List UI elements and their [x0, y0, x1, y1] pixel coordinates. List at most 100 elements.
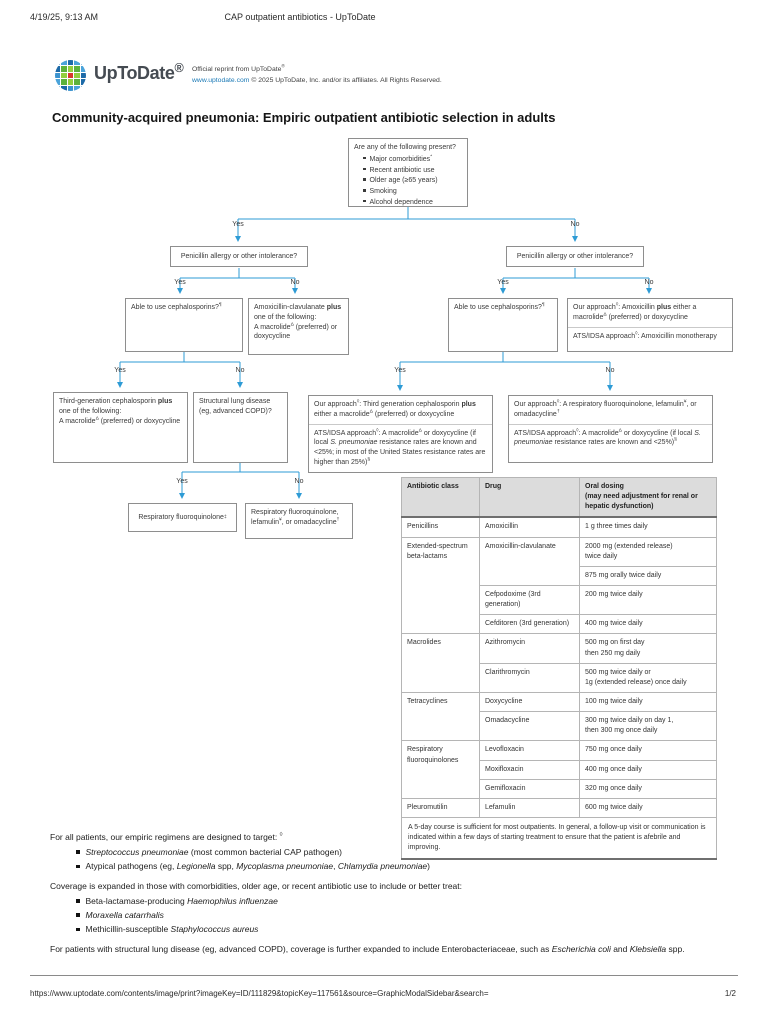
cell-drug: Cefditoren (3rd generation)	[479, 614, 580, 635]
page-title: Community-acquired pneumonia: Empiric ou…	[52, 110, 556, 125]
cell-dose: 400 mg once daily	[579, 759, 717, 780]
table-row: Respiratory fluoroquinolones Levofloxaci…	[401, 740, 717, 799]
print-timestamp: 4/19/25, 9:13 AM	[30, 12, 99, 22]
node-penicillin-allergy-left: Penicillin allergy or other intolerance?	[170, 246, 308, 267]
bullet-text: Alcohol dependence	[369, 198, 433, 206]
cell-dose: 750 mg once daily	[579, 740, 717, 761]
col-header-antibiotic-class: Antibiotic class	[401, 477, 480, 519]
cell-class: Extended-spectrum beta-lactams	[401, 536, 480, 635]
branch-label-yes: Yes	[176, 478, 188, 485]
bullet-text: Atypical pathogens (eg, Legionella spp, …	[85, 861, 431, 871]
cell-dose: 300 mg twice daily on day 1, then 300 mg…	[579, 711, 717, 742]
cell-drug: Clarithromycin	[479, 662, 580, 693]
bullet-text: Older age (≥65 years)	[369, 177, 438, 185]
footer-url: https://www.uptodate.com/contents/image/…	[30, 989, 489, 998]
cell-class: Macrolides	[401, 633, 480, 693]
list-item: Recent antibiotic use	[363, 166, 462, 176]
table-row: Cefditoren (3rd generation) 400 mg twice…	[402, 614, 717, 635]
ats-idsa-row: ATS/IDSA approach◊: Amoxicillin monother…	[568, 326, 732, 346]
flowchart-connectors	[117, 207, 652, 499]
table-row: Gemifloxacin 320 mg once daily	[402, 778, 717, 799]
table-row: Extended-spectrum beta-lactams Amoxicill…	[401, 536, 717, 635]
cell-dose: 100 mg twice daily	[579, 691, 717, 713]
branch-label-no: No	[235, 367, 245, 374]
table-row: Penicillins Amoxicillin 1 g three times …	[401, 516, 717, 538]
antibiotic-dosing-table: Antibiotic class Drug Oral dosing (may n…	[401, 477, 717, 861]
node-third-gen-cephalosporin: Third-generation cephalosporin plus one …	[53, 392, 188, 463]
cell-class: Tetracyclines	[401, 691, 480, 742]
cell-drug: Amoxicillin	[479, 516, 580, 538]
table-row: Macrolides Azithromycin 500 mg on first …	[401, 633, 717, 693]
cell-drug: Gemifloxacin	[479, 778, 580, 799]
node-amoxicillin-clavulanate: Amoxicillin-clavulanate plus one of the …	[248, 298, 349, 355]
list-item: Alcohol dependence	[363, 198, 462, 208]
list-item: Older age (≥65 years)	[363, 176, 462, 186]
cell-dose: 320 mg once daily	[579, 778, 717, 799]
node-root-bullets: Major comorbidities* Recent antibiotic u…	[355, 155, 462, 208]
footer-page-number: 1/2	[724, 989, 736, 998]
cell-drug: Azithromycin	[479, 633, 580, 664]
list-item: Atypical pathogens (eg, Legionella spp, …	[76, 860, 740, 873]
cell-drug: Levofloxacin	[479, 740, 580, 761]
branch-label-yes: Yes	[114, 367, 126, 374]
reprint-copyright: © 2025 UpToDate, Inc. and/or its affilia…	[249, 77, 442, 85]
node-able-cephalosporins-right: Able to use cephalosporins?¶	[448, 298, 558, 352]
cell-dose: 400 mg twice daily	[579, 614, 717, 635]
node-penicillin-allergy-right: Penicillin allergy or other intolerance?	[506, 246, 644, 267]
uptodate-link[interactable]: www.uptodate.com	[192, 77, 250, 85]
our-approach-row: Our approach◊: Amoxicillin plus either a…	[573, 302, 697, 321]
branch-label-yes: Yes	[497, 279, 509, 286]
branch-label-no: No	[605, 367, 615, 374]
cell-drug: Lefamulin	[479, 797, 580, 818]
our-approach-row: Our approach◊: Third generation cephalos…	[314, 399, 476, 418]
cell-dose: 1 g three times daily	[579, 516, 717, 538]
list-item: Beta-lactamase-producing Haemophilus inf…	[76, 895, 740, 908]
cell-drug: Cefpodoxime (3rd generation)	[479, 584, 580, 616]
footer-divider	[30, 975, 738, 976]
ats-idsa-row: ATS/IDSA approach◊: A macrolideΔ or doxy…	[509, 423, 712, 453]
coverage-list: Beta-lactamase-producing Haemophilus inf…	[50, 895, 740, 936]
cell-class: Penicillins	[401, 516, 480, 538]
reprint-line2: www.uptodate.com © 2025 UpToDate, Inc. a…	[192, 75, 442, 86]
branch-label-no: No	[570, 221, 580, 228]
cell-dose: 500 mg on first day then 250 mg daily	[579, 633, 717, 664]
bullet-text: Smoking	[369, 188, 397, 196]
bullet-text: Methicillin-susceptible Staphylococcus a…	[85, 924, 259, 934]
cell-drug: Amoxicillin-clavulanate	[479, 536, 580, 586]
table-row: Pleuromutilin Lefamulin 600 mg twice dai…	[401, 797, 717, 818]
branch-label-no: No	[644, 279, 654, 286]
node-structural-lung-disease: Structural lung disease (eg, advanced CO…	[193, 392, 288, 463]
brand-name: UpToDate®	[94, 61, 184, 83]
table-row: Tetracyclines Doxycycline 100 mg twice d…	[401, 691, 717, 742]
bullet-text: Major comorbidities*	[369, 154, 433, 163]
col-header-drug: Drug	[479, 477, 580, 519]
cell-drug: Doxycycline	[479, 691, 580, 713]
bullet-text: Recent antibiotic use	[369, 166, 435, 174]
print-header-title: CAP outpatient antibiotics - UpToDate	[224, 12, 376, 22]
cell-drug: Moxifloxacin	[479, 759, 580, 780]
node-amoxicillin-approaches: Our approach◊: Amoxicillin plus either a…	[567, 298, 733, 352]
reprint-line1: Official reprint from UpToDate®	[192, 64, 285, 73]
list-item: Methicillin-susceptible Staphylococcus a…	[76, 923, 740, 936]
cell-dose: 500 mg twice daily or 1g (extended relea…	[579, 662, 717, 693]
node-respiratory-fluoroquinolone: Respiratory fluoroquinolone‡	[128, 503, 237, 532]
branch-label-yes: Yes	[174, 279, 186, 286]
target-paragraph: For all patients, our empiric regimens a…	[50, 832, 283, 842]
node-fluoroquinolone-lefamulin-omadacycline: Respiratory fluoroquinolone, lefamulin¥,…	[245, 503, 353, 539]
branch-label-no: No	[294, 478, 304, 485]
node-root-question: Are any of the following present? Major …	[348, 138, 468, 207]
cell-dose: 200 mg twice daily	[579, 584, 717, 616]
coverage-paragraph: Coverage is expanded in those with comor…	[50, 880, 463, 891]
node-fluoroquinolone-approaches: Our approach◊: A respiratory fluoroquino…	[508, 395, 713, 463]
branch-label-yes: Yes	[232, 221, 244, 228]
bullet-text: Moraxella catarrhalis	[85, 909, 164, 920]
table-row: Moxifloxacin 400 mg once daily	[402, 759, 717, 780]
cell-dose: 2000 mg (extended release) twice daily	[579, 536, 717, 567]
structural-paragraph: For patients with structural lung diseas…	[50, 943, 685, 954]
col-header-dose: Oral dosing (may need adjustment for ren…	[579, 477, 717, 519]
table-row: Cefpodoxime (3rd generation) 200 mg twic…	[402, 584, 717, 616]
branch-label-no: No	[290, 279, 300, 286]
branch-label-yes: Yes	[394, 367, 406, 374]
list-item: Moraxella catarrhalis	[76, 909, 740, 922]
table-row: Clarithromycin 500 mg twice daily or 1g …	[402, 662, 717, 693]
